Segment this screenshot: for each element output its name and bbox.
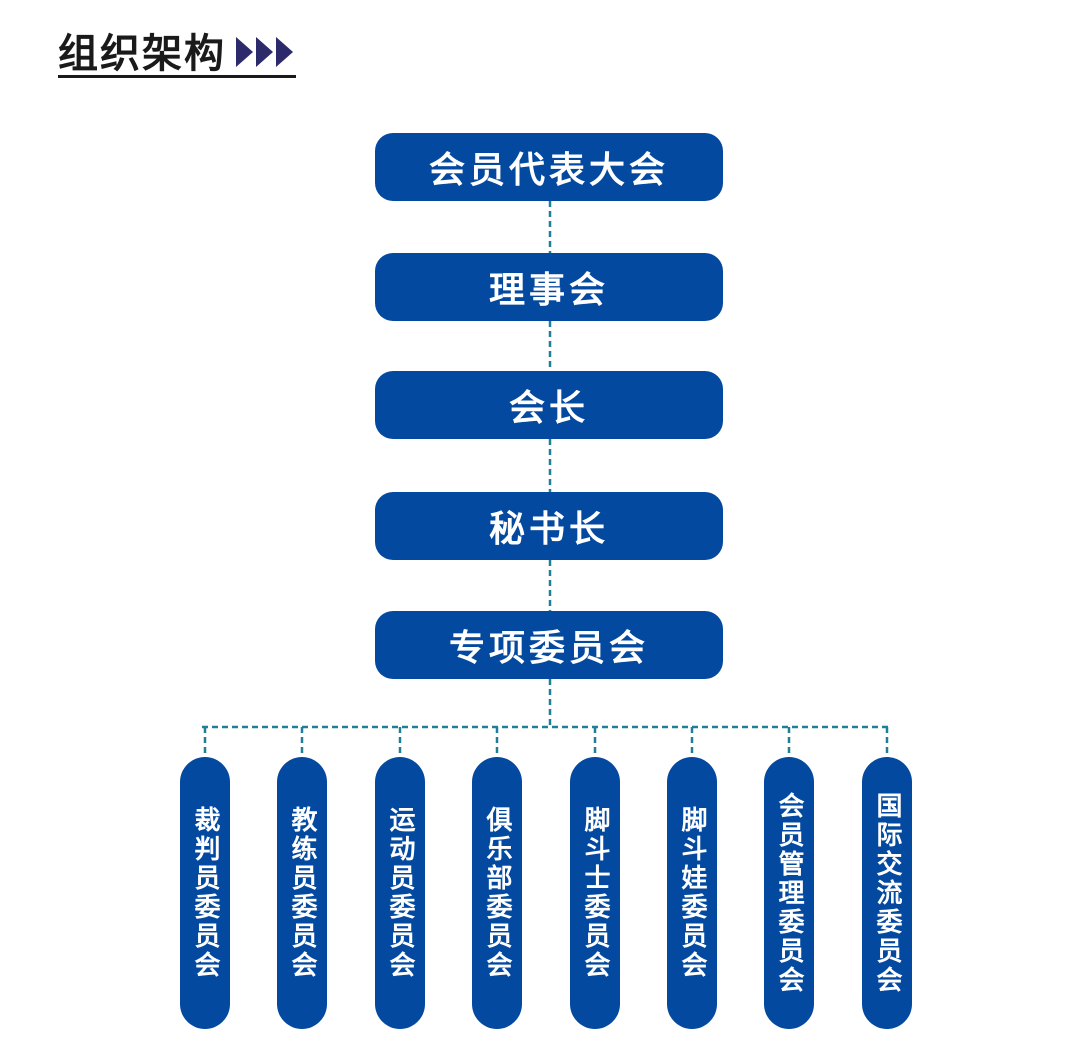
chevron-right-icon [236, 37, 253, 67]
chevron-right-icon [276, 37, 293, 67]
node-secretary-general: 秘书长 [375, 492, 723, 560]
section-title: 组织架构 [58, 30, 226, 77]
section-heading: 组织架构 [58, 20, 296, 80]
committee-athletes: 运动员委员会 [375, 757, 425, 1029]
node-special-committees: 专项委员会 [375, 611, 723, 679]
triple-chevron-right-icon [236, 37, 296, 67]
chevron-right-icon [256, 37, 273, 67]
committee-foot-fighters: 脚斗士委员会 [570, 757, 620, 1029]
committee-referees: 裁判员委员会 [180, 757, 230, 1029]
committee-membership: 会员管理委员会 [764, 757, 814, 1029]
heading-underline [58, 75, 296, 78]
node-members-congress: 会员代表大会 [375, 133, 723, 201]
node-president: 会长 [375, 371, 723, 439]
committee-clubs: 俱乐部委员会 [472, 757, 522, 1029]
committee-coaches: 教练员委员会 [277, 757, 327, 1029]
committee-youth-fighters: 脚斗娃委员会 [667, 757, 717, 1029]
committee-international: 国际交流委员会 [862, 757, 912, 1029]
node-council: 理事会 [375, 253, 723, 321]
